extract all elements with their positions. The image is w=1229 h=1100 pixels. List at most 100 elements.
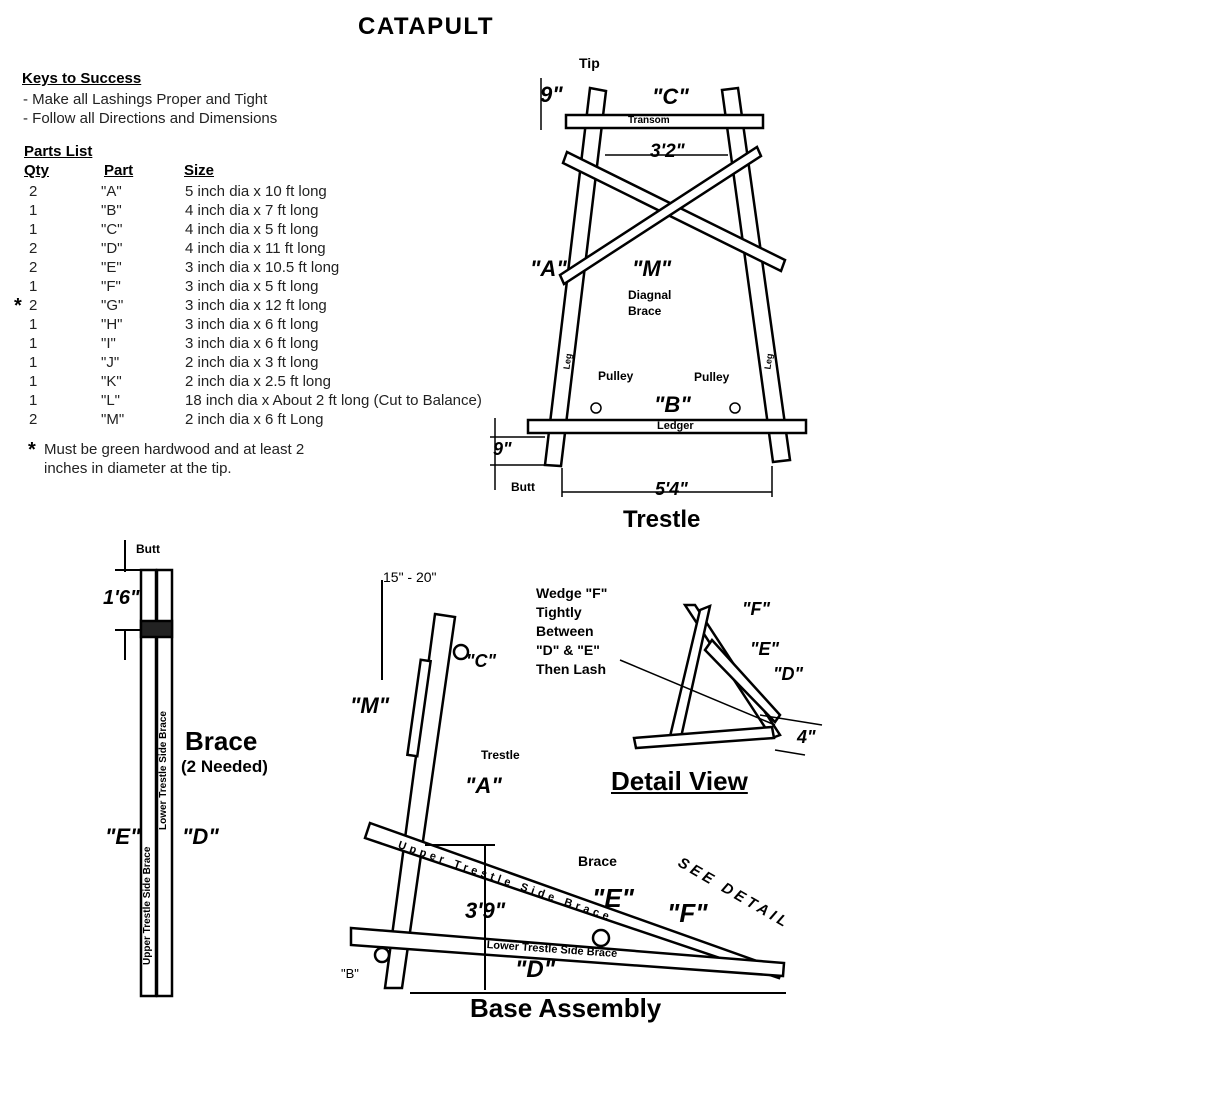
label-c: "C" bbox=[652, 84, 689, 109]
col-part: Part bbox=[104, 162, 134, 179]
part-qty: 1 bbox=[29, 202, 38, 219]
part-qty: 1 bbox=[29, 392, 38, 409]
part-qty: 2 bbox=[29, 259, 38, 276]
note-line: Must be green hardwood and at least 2 bbox=[44, 441, 305, 458]
part-size: 4 inch dia x 7 ft long bbox=[185, 202, 319, 219]
butt-label: Butt bbox=[136, 542, 160, 556]
part-qty: 2 bbox=[29, 297, 38, 314]
trestle-caption: Trestle bbox=[623, 506, 701, 533]
detail-drawing bbox=[619, 603, 823, 756]
instruction-line: Tightly bbox=[536, 604, 582, 620]
dim-top: 9" bbox=[540, 82, 563, 107]
label-d: "D" bbox=[773, 664, 804, 684]
ledger bbox=[526, 418, 808, 435]
part-size: 3 inch dia x 10.5 ft long bbox=[185, 259, 340, 276]
label-f: "F" bbox=[742, 599, 771, 619]
part-qty: 2 bbox=[29, 411, 38, 428]
note-line: inches in diameter at the tip. bbox=[44, 460, 232, 477]
part-qty: 2 bbox=[29, 240, 38, 257]
part-name: "B" bbox=[101, 202, 122, 219]
instruction-line: "D" & "E" bbox=[536, 642, 600, 658]
label-e: "E" bbox=[592, 883, 634, 913]
transom-label: Transom bbox=[628, 115, 670, 126]
part-size: 5 inch dia x 10 ft long bbox=[185, 183, 327, 200]
part-size: 3 inch dia x 12 ft long bbox=[185, 297, 327, 314]
part-name: "A" bbox=[101, 183, 122, 200]
right-leg bbox=[720, 86, 792, 464]
brace-label: Brace bbox=[628, 304, 662, 318]
height-dim: 3'9" bbox=[465, 898, 506, 923]
base-assembly-drawing bbox=[349, 580, 786, 994]
label-d: "D" bbox=[182, 824, 219, 849]
label-m: "M" bbox=[350, 693, 390, 718]
pulley-label: Pulley bbox=[598, 369, 634, 383]
part-qty: 1 bbox=[29, 354, 38, 371]
parts-heading: Parts List bbox=[24, 143, 93, 160]
part-qty: 1 bbox=[29, 335, 38, 352]
part-name: "M" bbox=[101, 411, 125, 428]
ledger-label: Ledger bbox=[657, 420, 694, 432]
lower-brace-pole bbox=[155, 568, 174, 998]
label-e: "E" bbox=[750, 639, 780, 659]
brace-sub: (2 Needed) bbox=[181, 757, 268, 776]
label-f: "F" bbox=[667, 898, 708, 928]
label-a: "A" bbox=[465, 773, 502, 798]
asterisk-mark: * bbox=[14, 295, 22, 317]
diagonal-brace-2 bbox=[558, 145, 763, 286]
brace-caption: Brace bbox=[185, 726, 258, 756]
label-a: "A" bbox=[530, 256, 567, 281]
part-name: "L" bbox=[101, 392, 120, 409]
transom bbox=[564, 113, 765, 130]
tip-label: Tip bbox=[579, 55, 600, 71]
upper-brace-label: Upper Trestle Side Brace bbox=[142, 846, 153, 965]
dim-width-bottom: 5'4" bbox=[655, 479, 688, 499]
label-m: "M" bbox=[632, 256, 672, 281]
label-b: "B" bbox=[341, 966, 359, 981]
part-qty: 1 bbox=[29, 373, 38, 390]
part-qty: 2 bbox=[29, 183, 38, 200]
dim-width-top: 3'2" bbox=[650, 141, 685, 162]
diagonal-label: Diagnal bbox=[628, 288, 672, 302]
instruction-line: Then Lash bbox=[536, 661, 607, 677]
part-size: 2 inch dia x 2.5 ft long bbox=[185, 373, 331, 390]
key-item: - Make all Lashings Proper and Tight bbox=[23, 91, 268, 108]
part-name: "K" bbox=[101, 373, 122, 390]
part-name: "F" bbox=[101, 278, 121, 295]
part-name: "C" bbox=[101, 221, 123, 238]
part-name: "D" bbox=[101, 240, 123, 257]
lower-brace-label: Lower Trestle Side Brace bbox=[158, 711, 169, 830]
angle-label: 15" - 20" bbox=[383, 569, 437, 585]
label-c: "C" bbox=[466, 651, 497, 671]
m-brace bbox=[405, 658, 433, 758]
base-trestle-leg bbox=[383, 612, 457, 990]
detail-caption: Detail View bbox=[611, 766, 748, 796]
part-qty: 1 bbox=[29, 221, 38, 238]
instruction-line: Between bbox=[536, 623, 594, 639]
lower-side-brace bbox=[349, 926, 786, 978]
instruction-line: Wedge "F" bbox=[536, 585, 608, 601]
part-size: 3 inch dia x 6 ft long bbox=[185, 335, 319, 352]
col-qty: Qty bbox=[24, 162, 50, 179]
butt-label: Butt bbox=[511, 480, 535, 494]
trestle-drawing bbox=[490, 78, 808, 497]
part-name: "G" bbox=[101, 297, 124, 314]
part-name: "I" bbox=[101, 335, 116, 352]
lashing bbox=[139, 619, 174, 639]
page-title: CATAPULT bbox=[358, 13, 494, 40]
label-b: "B" bbox=[654, 392, 691, 417]
brace-dim: 1'6" bbox=[103, 587, 140, 609]
keys-heading: Keys to Success bbox=[22, 70, 142, 87]
detail-instruction: Wedge "F" Tightly Between "D" & "E" Then… bbox=[536, 584, 607, 679]
trestle-label: Trestle bbox=[481, 748, 520, 762]
part-size: 2 inch dia x 3 ft long bbox=[185, 354, 319, 371]
part-name: "H" bbox=[101, 316, 123, 333]
part-qty: 1 bbox=[29, 278, 38, 295]
label-d: "D" bbox=[515, 956, 556, 983]
part-size: 4 inch dia x 5 ft long bbox=[185, 221, 319, 238]
part-size: 3 inch dia x 5 ft long bbox=[185, 278, 319, 295]
detail-dim: 4" bbox=[797, 727, 816, 747]
pulley-label: Pulley bbox=[694, 370, 730, 384]
label-e: "E" bbox=[105, 824, 141, 849]
part-qty: 1 bbox=[29, 316, 38, 333]
